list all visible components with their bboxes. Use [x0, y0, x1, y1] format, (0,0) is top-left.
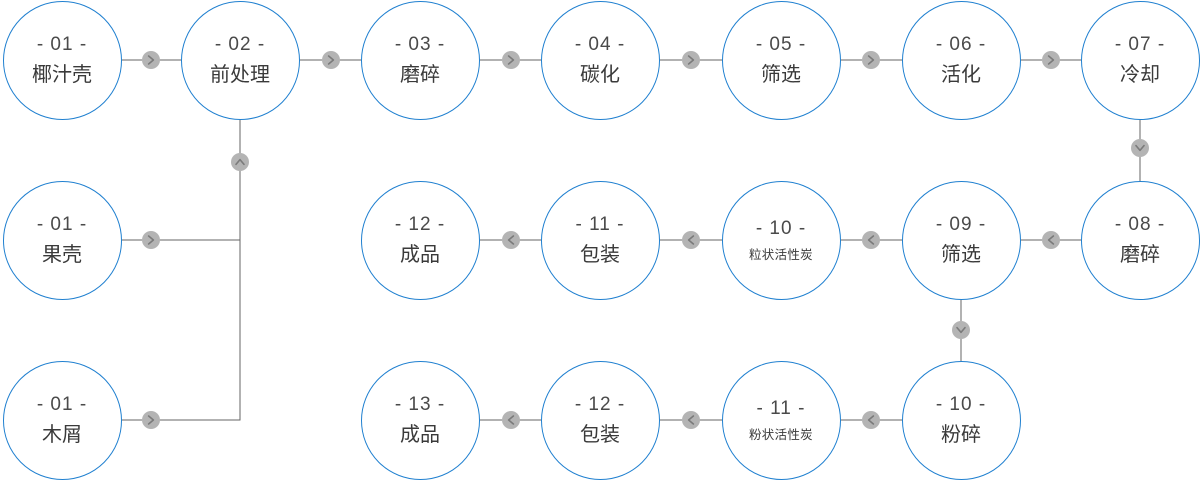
- flow-node-n13[interactable]: - 13 - 成品: [360, 360, 480, 480]
- flow-node-number: - 02 -: [214, 34, 266, 55]
- flow-node-n01b[interactable]: - 01 - 果壳: [2, 180, 122, 300]
- flow-node-n12a[interactable]: - 12 - 成品: [360, 180, 480, 300]
- flow-node-label: 碳化: [580, 64, 620, 86]
- flow-node-n11a[interactable]: - 11 - 包装: [540, 180, 660, 300]
- flow-node-label: 果壳: [42, 244, 82, 266]
- flow-node-number: - 08 -: [1114, 214, 1166, 235]
- flow-node-label: 粒状活性炭: [748, 247, 813, 262]
- flow-node-n02[interactable]: - 02 - 前处理: [180, 0, 300, 120]
- arrow-09-to-10a-icon: [862, 231, 880, 249]
- flow-node-n08[interactable]: - 08 - 磨碎: [1080, 180, 1200, 300]
- flow-node-number: - 03 -: [394, 34, 446, 55]
- flow-node-label: 包装: [580, 424, 620, 446]
- flow-node-n04[interactable]: - 04 - 碳化: [540, 0, 660, 120]
- flow-node-n01a[interactable]: - 01 - 椰汁壳: [2, 0, 122, 120]
- flow-node-number: - 06 -: [935, 34, 987, 55]
- arrow-05-to-06-icon: [862, 51, 880, 69]
- flow-node-label: 椰汁壳: [32, 64, 92, 86]
- flow-node-number: - 10 -: [935, 394, 987, 415]
- flow-node-number: - 05 -: [755, 34, 807, 55]
- arrow-01a-to-02-icon: [142, 51, 160, 69]
- flow-node-number: - 09 -: [935, 214, 987, 235]
- flow-node-number: - 12 -: [394, 214, 446, 235]
- flow-node-label: 前处理: [210, 64, 270, 86]
- flow-node-n01c[interactable]: - 01 - 木屑: [2, 360, 122, 480]
- flow-node-number: - 01 -: [36, 34, 88, 55]
- arrow-04-to-05-icon: [682, 51, 700, 69]
- flow-node-label: 粉状活性炭: [748, 427, 813, 442]
- flow-node-n06[interactable]: - 06 - 活化: [901, 0, 1021, 120]
- flow-node-label: 粉碎: [941, 424, 981, 446]
- arrow-to-02-up-icon: [231, 153, 249, 171]
- flow-node-number: - 01 -: [36, 214, 88, 235]
- flow-node-number: - 11 -: [575, 214, 625, 235]
- flow-node-n12b[interactable]: - 12 - 包装: [540, 360, 660, 480]
- flow-node-n09[interactable]: - 09 - 筛选: [901, 180, 1021, 300]
- flow-node-number: - 13 -: [394, 394, 446, 415]
- arrow-03-to-04-icon: [502, 51, 520, 69]
- flow-node-number: - 01 -: [36, 394, 88, 415]
- flow-node-n11b[interactable]: - 11 - 粉状活性炭: [721, 360, 841, 480]
- flow-node-label: 筛选: [761, 64, 801, 86]
- arrow-11b-to-12b-icon: [682, 411, 700, 429]
- arrow-02-to-03-icon: [322, 51, 340, 69]
- arrow-10a-to-11a-icon: [682, 231, 700, 249]
- arrow-06-to-07-icon: [1042, 51, 1060, 69]
- flow-node-number: - 07 -: [1114, 34, 1166, 55]
- edge-01b-to-02: [122, 120, 241, 241]
- flow-node-number: - 04 -: [574, 34, 626, 55]
- arrow-11a-to-12a-icon: [502, 231, 520, 249]
- arrow-09-to-10b-icon: [952, 321, 970, 339]
- arrow-07-to-08-icon: [1131, 139, 1149, 157]
- flow-node-number: - 10 -: [755, 217, 807, 239]
- flow-node-label: 筛选: [941, 244, 981, 266]
- flow-node-number: - 11 -: [756, 397, 806, 419]
- arrow-08-to-09-icon: [1042, 231, 1060, 249]
- arrow-12b-to-13-icon: [502, 411, 520, 429]
- flow-node-n03[interactable]: - 03 - 磨碎: [360, 0, 480, 120]
- flow-node-label: 冷却: [1120, 64, 1160, 86]
- flow-node-label: 木屑: [42, 424, 82, 446]
- flow-node-label: 磨碎: [400, 64, 440, 86]
- flow-node-label: 磨碎: [1120, 244, 1160, 266]
- flow-node-n10a[interactable]: - 10 - 粒状活性炭: [721, 180, 841, 300]
- flow-node-n05[interactable]: - 05 - 筛选: [721, 0, 841, 120]
- arrow-10b-to-11b-icon: [862, 411, 880, 429]
- flow-node-label: 包装: [580, 244, 620, 266]
- flow-node-label: 成品: [400, 244, 440, 266]
- edge-01c-to-02: [122, 240, 241, 421]
- flow-node-number: - 12 -: [574, 394, 626, 415]
- flow-node-n10b[interactable]: - 10 - 粉碎: [901, 360, 1021, 480]
- arrow-01b-to-02-icon: [142, 231, 160, 249]
- flow-node-label: 活化: [941, 64, 981, 86]
- arrow-01c-to-02-icon: [142, 411, 160, 429]
- flow-node-label: 成品: [400, 424, 440, 446]
- flow-node-n07[interactable]: - 07 - 冷却: [1080, 0, 1200, 120]
